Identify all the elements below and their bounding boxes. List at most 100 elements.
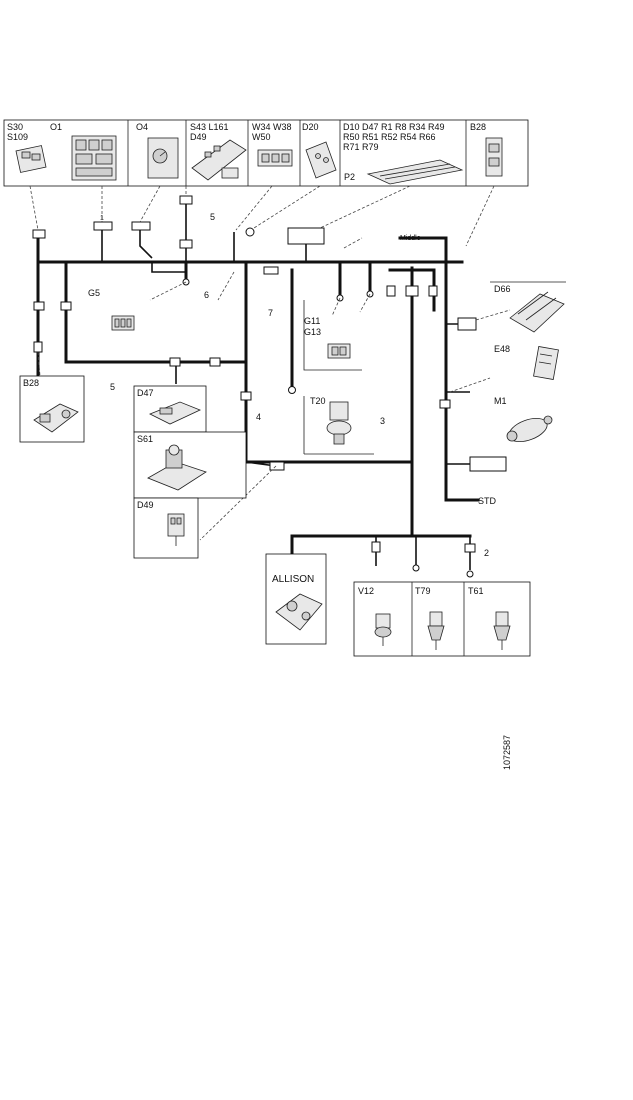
- label-o4: O4: [136, 122, 148, 132]
- connector-block: [469, 456, 507, 472]
- label-s109: S109: [7, 132, 28, 142]
- std-label: STD: [478, 496, 497, 506]
- label-relay-row-2: R50 R51 R52 R54 R66: [343, 132, 436, 142]
- allison-label: ALLISON: [272, 574, 314, 585]
- component-d66: D66: [490, 281, 566, 333]
- d47-label: D47: [137, 388, 154, 398]
- connector-block: [33, 301, 45, 311]
- t61-sensor-icon: [493, 611, 511, 650]
- e48-heater-icon: [533, 346, 559, 380]
- t20-label: T20: [310, 396, 326, 406]
- branch-number-3: 3: [380, 416, 385, 426]
- component-b28: B28: [19, 375, 85, 443]
- component-s61: S61: [133, 431, 247, 499]
- d49-frame: [133, 497, 199, 559]
- g11-relay-icon: [327, 343, 351, 359]
- connector-block: [93, 221, 113, 231]
- connector-block: [209, 357, 221, 367]
- connector-block: [269, 461, 285, 471]
- instrument-cluster-icon: [71, 135, 117, 181]
- connector-block: [428, 285, 438, 297]
- v12-label: V12: [358, 586, 374, 596]
- label-relay-row-1: D10 D47 R1 R8 R34 R49: [343, 122, 445, 132]
- allison-transmission-icon: [275, 593, 323, 631]
- v12-sensor-icon: [374, 613, 392, 646]
- s61-frame: [133, 431, 247, 499]
- b28-sensor-icon: [33, 403, 79, 433]
- m1-label: M1: [494, 396, 507, 406]
- connector-block: [386, 285, 396, 297]
- drop-o4: [139, 226, 153, 259]
- connector-block: [60, 301, 72, 311]
- d66-label: D66: [494, 284, 511, 294]
- top-component-strip: S30 S109 O1 O4 S43 L161 D49 W34 W38 W50 …: [3, 119, 529, 187]
- d49-connector-icon: [167, 513, 185, 546]
- component-bottom-sensors: V12 T79 T61: [353, 581, 531, 657]
- d47-module-icon: [149, 401, 202, 425]
- t61-label: T61: [468, 586, 484, 596]
- label-w50: W50: [252, 132, 271, 142]
- relay-board-icon: [366, 159, 464, 185]
- connector-block: [263, 266, 279, 275]
- d66-control-unit-icon: [509, 291, 565, 333]
- component-t20: T20: [303, 396, 374, 455]
- connector-round: [412, 564, 420, 572]
- connector-block: [240, 391, 252, 401]
- label-relay-row-3: R71 R79: [343, 142, 379, 152]
- s61-gear-selector-icon: [147, 444, 207, 491]
- label-d20: D20: [302, 122, 319, 132]
- connector-block: [33, 341, 43, 353]
- connector-block: [169, 357, 181, 367]
- connector-block: [287, 227, 325, 245]
- component-allison: ALLISON: [265, 553, 327, 645]
- middle-label: Middle: [400, 235, 421, 242]
- component-e48: E48: [494, 344, 559, 380]
- connector-round: [245, 227, 255, 237]
- branch-number-7: 7: [268, 308, 273, 318]
- control-panel-icon: [191, 139, 247, 181]
- label-o1: O1: [50, 122, 62, 132]
- connector-round: [466, 570, 474, 578]
- t79-sensor-icon: [427, 611, 445, 650]
- branch-number-1: 1: [100, 215, 104, 222]
- connector-block: [179, 195, 193, 205]
- b28-label: B28: [23, 378, 39, 388]
- label-s30: S30: [7, 122, 23, 132]
- g11-frame: [303, 300, 362, 371]
- m1-motor-icon: [506, 415, 553, 443]
- connector-block: [131, 221, 151, 231]
- connector-block: [179, 239, 193, 249]
- connector-block: [457, 317, 477, 331]
- branch-numbers: 1 2 3 4 5 5 6 7: [100, 212, 489, 558]
- control-unit-icon: [305, 141, 337, 179]
- t79-label: T79: [415, 586, 431, 596]
- branch-number-2: 2: [484, 548, 489, 558]
- g5-fuse-icon: [111, 315, 135, 331]
- branch-number-4: 4: [256, 412, 261, 422]
- label-s43-l161: S43 L161: [190, 122, 229, 132]
- e48-label: E48: [494, 344, 510, 354]
- sensor-b28-icon: [485, 137, 503, 177]
- connector-block: [32, 229, 46, 239]
- branch-number-5-lower: 5: [110, 382, 115, 392]
- main-harness: [36, 200, 480, 570]
- label-b28-top: B28: [470, 122, 486, 132]
- connector-block: [464, 543, 476, 553]
- d49-label: D49: [137, 500, 154, 510]
- switch-block-icon: [15, 145, 47, 173]
- connectors: [32, 195, 507, 578]
- branch-3-top: [388, 268, 436, 312]
- right-trunk: [444, 236, 480, 502]
- component-d47: D47: [133, 385, 207, 433]
- connector-block: [371, 541, 381, 553]
- branch-g5-loop: [151, 262, 186, 273]
- component-d49: D49: [133, 497, 199, 559]
- branch-5-lower: [64, 260, 248, 364]
- g13-label: G13: [304, 327, 321, 337]
- component-g11-g13: G11 G13: [303, 300, 362, 371]
- connector-block: [405, 285, 419, 297]
- drawing-number: 1072587: [502, 735, 512, 770]
- component-g5: G5: [88, 288, 135, 331]
- g11-label: G11: [304, 316, 320, 326]
